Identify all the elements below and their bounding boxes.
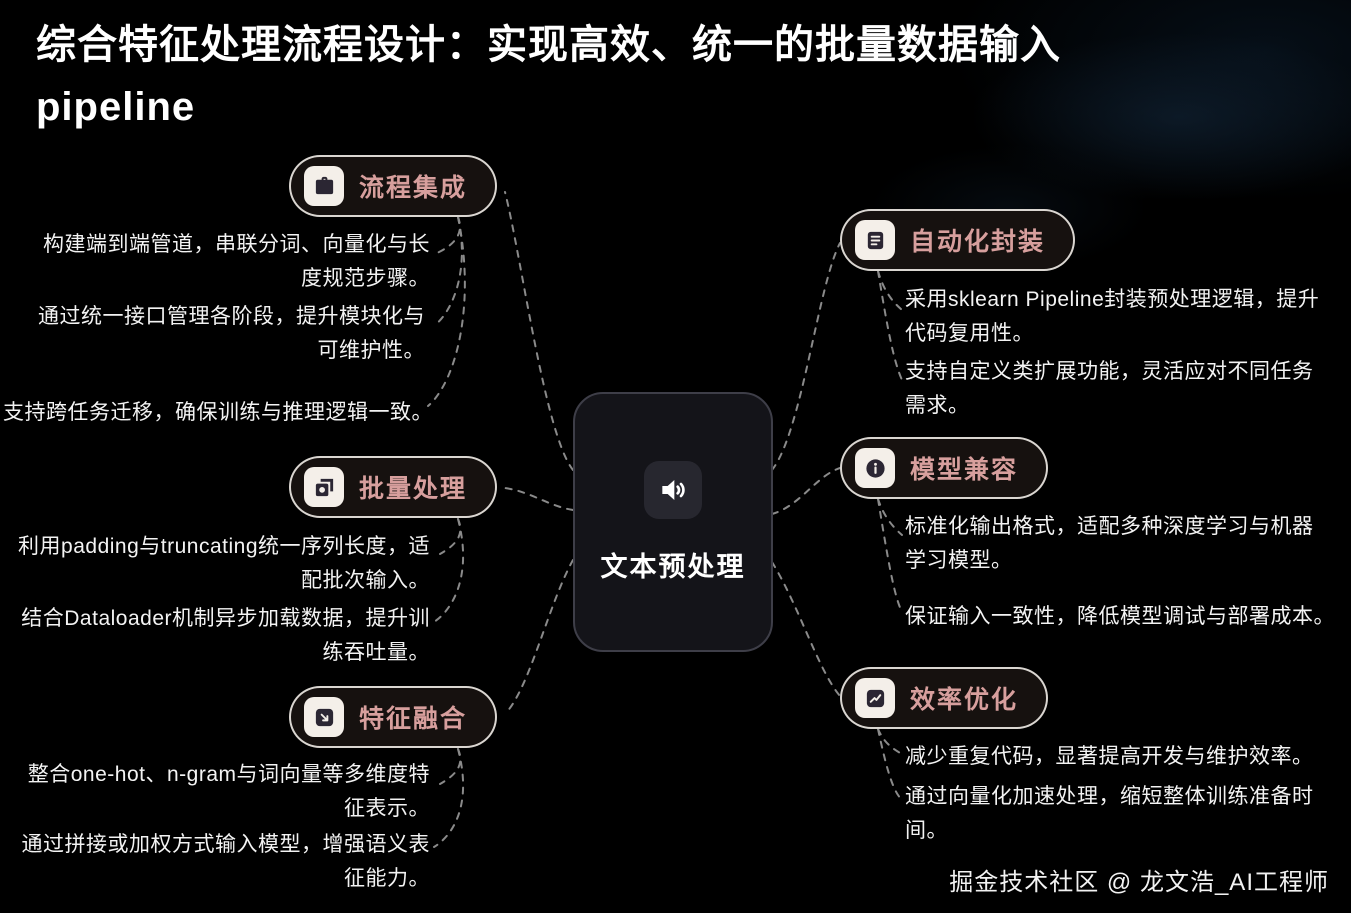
note-model-compatibility-1: 标准化输出格式，适配多种深度学习与机器学习模型。: [905, 515, 1314, 573]
node-pipeline-integration[interactable]: 流程集成: [289, 155, 498, 217]
page-title-line1: 综合特征处理流程设计：实现高效、统一的批量数据输入: [36, 23, 1061, 67]
note-pipeline-integration-1: 构建端到端管道，串联分词、向量化与长度规范步骤。: [43, 233, 430, 291]
briefcase-icon: [304, 166, 344, 206]
center-node-label: 文本预处理: [600, 551, 746, 582]
merge-arrow-icon: [304, 697, 344, 737]
note-efficiency-2: 通过向量化加速处理，缩短整体训练准备时间。: [905, 785, 1314, 843]
note-auto-packaging-1: 采用sklearn Pipeline封装预处理逻辑，提升代码复用性。: [905, 288, 1320, 346]
node-model-compatibility[interactable]: 模型兼容: [840, 437, 1049, 499]
note-auto-packaging-2: 支持自定义类扩展功能，灵活应对不同任务需求。: [905, 360, 1314, 418]
node-label: 流程集成: [359, 174, 468, 202]
batch-icon: [304, 467, 344, 507]
node-label: 批量处理: [359, 475, 468, 503]
node-text-preprocessing[interactable]: 文本预处理: [573, 392, 773, 652]
node-auto-packaging[interactable]: 自动化封装: [840, 209, 1076, 271]
node-efficiency[interactable]: 效率优化: [840, 667, 1049, 729]
note-pipeline-integration-2: 通过统一接口管理各阶段，提升模块化与可维护性。: [38, 305, 425, 363]
note-batch-processing-2: 结合Dataloader机制异步加载数据，提升训练吞吐量。: [21, 607, 430, 665]
watermark: 掘金技术社区 @ 龙文浩_AI工程师: [949, 869, 1329, 896]
node-batch-processing[interactable]: 批量处理: [289, 456, 498, 518]
node-label: 特征融合: [359, 705, 468, 733]
package-card-icon: [855, 220, 895, 260]
gauge-icon: [855, 678, 895, 718]
node-label: 模型兼容: [910, 456, 1019, 484]
note-model-compatibility-2: 保证输入一致性，降低模型调试与部署成本。: [905, 605, 1335, 628]
node-feature-fusion[interactable]: 特征融合: [289, 686, 498, 748]
info-icon: [855, 448, 895, 488]
note-batch-processing-1: 利用padding与truncating统一序列长度，适配批次输入。: [18, 535, 430, 593]
page-title: 综合特征处理流程设计：实现高效、统一的批量数据输入 pipeline: [36, 14, 1196, 138]
speaker-icon: [644, 460, 702, 519]
page-title-line2: pipeline: [36, 85, 196, 129]
node-label: 自动化封装: [910, 228, 1046, 256]
note-feature-fusion-1: 整合one-hot、n-gram与词向量等多维度特征表示。: [27, 763, 430, 821]
note-pipeline-integration-3: 支持跨任务迁移，确保训练与推理逻辑一致。: [3, 401, 433, 424]
note-feature-fusion-2: 通过拼接或加权方式输入模型，增强语义表征能力。: [21, 833, 430, 891]
note-efficiency-1: 减少重复代码，显著提高开发与维护效率。: [905, 745, 1314, 768]
node-label: 效率优化: [910, 686, 1019, 714]
